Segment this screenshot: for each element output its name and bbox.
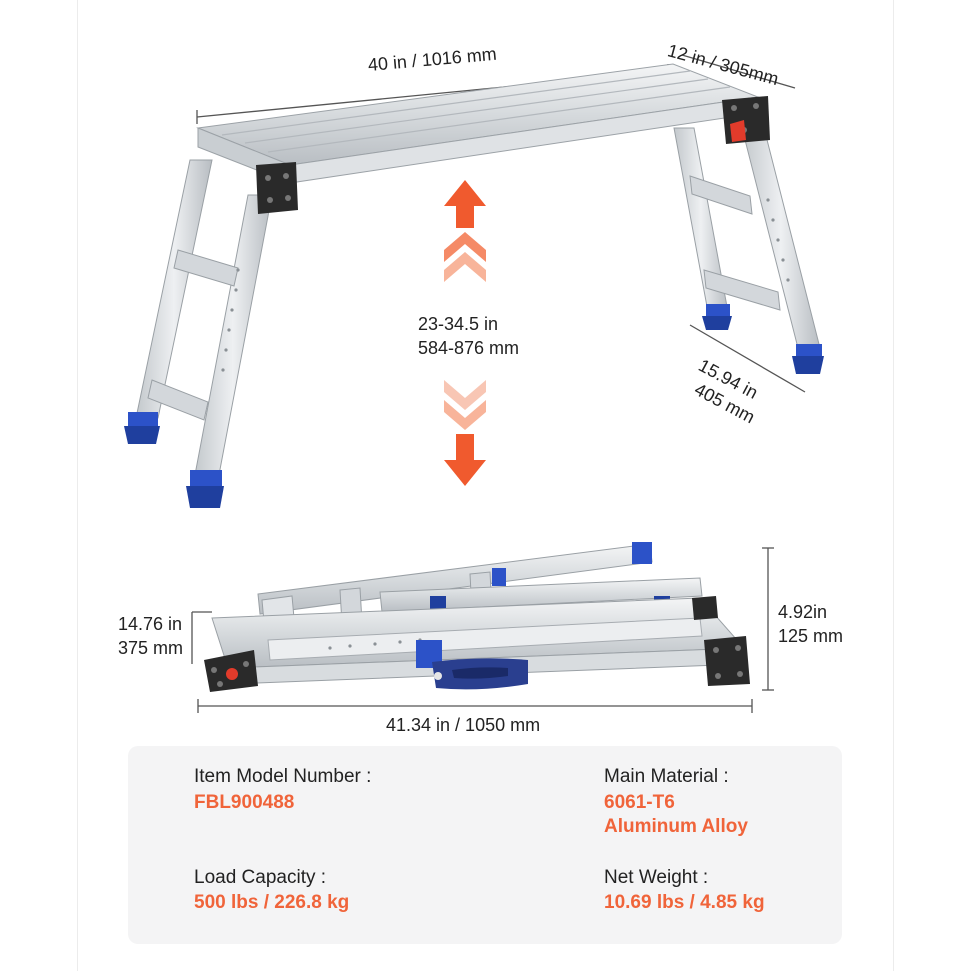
model-number-value: FBL900488 — [194, 792, 295, 813]
folded-height-in-label: 4.92in — [778, 602, 828, 622]
spec-panel: Item Model Number : FBL900488 Main Mater… — [128, 746, 842, 944]
main-material-value-grade: 6061-T6 — [604, 792, 675, 813]
height-range-in-label: 23-34.5 in — [418, 314, 499, 334]
load-capacity-label: Load Capacity : — [194, 867, 327, 888]
folded-height-mm-label: 125 mm — [778, 626, 844, 646]
folded-length-label: 41.34 in / 1050 mm — [386, 715, 541, 735]
net-weight-label: Net Weight : — [604, 867, 709, 888]
folded-dimension-lines — [191, 547, 774, 713]
platform-folded — [204, 542, 750, 692]
leg-span-dimension-line — [689, 324, 806, 393]
height-adjust-arrows — [444, 180, 486, 486]
main-material-value-alloy: Aluminum Alloy — [604, 816, 748, 837]
model-number-label: Item Model Number : — [194, 766, 372, 787]
load-capacity-value: 500 lbs / 226.8 kg — [194, 892, 350, 913]
platform-open — [124, 63, 824, 508]
net-weight-value: 10.69 lbs / 4.85 kg — [604, 892, 765, 913]
folded-depth-mm-label: 375 mm — [118, 638, 184, 658]
folded-depth-in-label: 14.76 in — [118, 614, 183, 634]
height-range-mm-label: 584-876 mm — [418, 338, 520, 358]
main-material-label: Main Material : — [604, 766, 729, 787]
